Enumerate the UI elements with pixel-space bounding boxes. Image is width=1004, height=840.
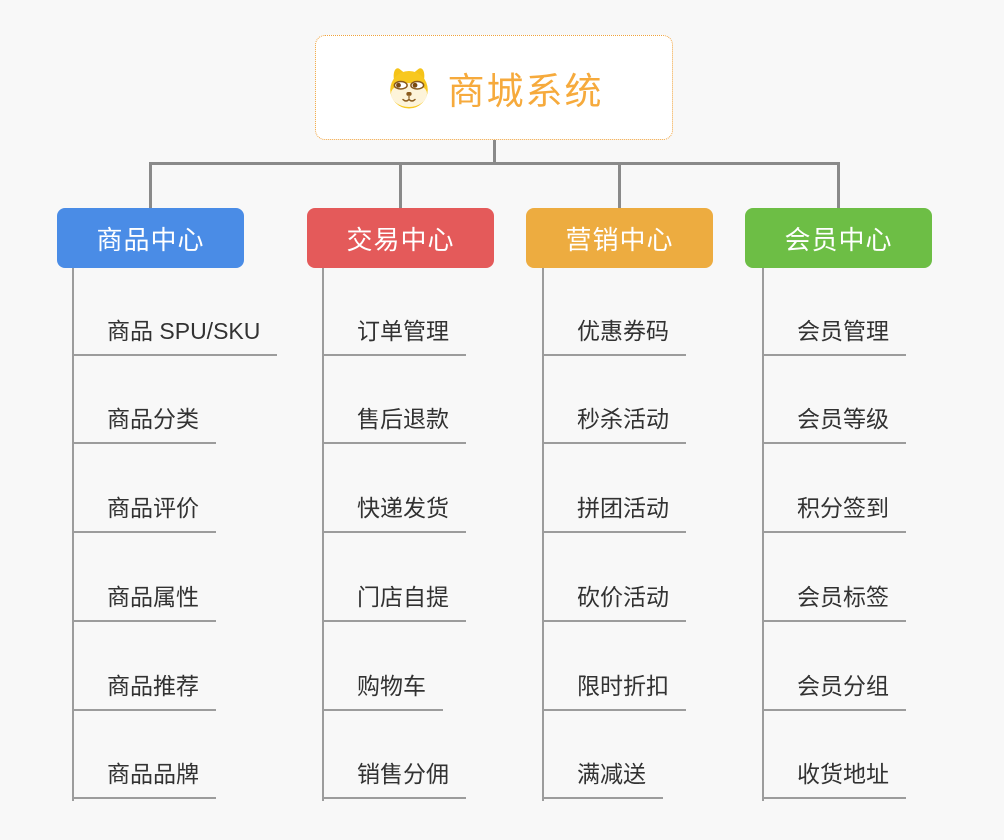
node-item[interactable]: 快递发货 [323, 491, 466, 533]
node-item[interactable]: 积分签到 [763, 491, 906, 533]
node-item[interactable]: 秒杀活动 [543, 402, 686, 444]
node-item[interactable]: 购物车 [323, 669, 443, 711]
branch-product-center[interactable]: 商品中心 [57, 208, 244, 268]
root-node[interactable]: 商城系统 [315, 35, 673, 140]
node-item[interactable]: 商品分类 [73, 402, 216, 444]
node-item[interactable]: 商品品牌 [73, 757, 216, 799]
node-item[interactable]: 会员标签 [763, 580, 906, 622]
connector-column-product [72, 268, 74, 801]
node-item[interactable]: 售后退款 [323, 402, 466, 444]
node-item[interactable]: 商品 SPU/SKU [73, 314, 278, 356]
node-item[interactable]: 会员分组 [763, 669, 906, 711]
connector-column-member [762, 268, 764, 801]
node-item[interactable]: 商品属性 [73, 580, 216, 622]
node-item[interactable]: 收货地址 [763, 757, 906, 799]
dog-face-icon [389, 68, 428, 109]
branch-marketing-center[interactable]: 营销中心 [526, 208, 713, 268]
node-item[interactable]: 销售分佣 [323, 757, 466, 799]
node-item[interactable]: 砍价活动 [543, 580, 686, 622]
connector-column-trade [322, 268, 324, 801]
node-item[interactable]: 拼团活动 [543, 491, 686, 533]
branch-member-center[interactable]: 会员中心 [745, 208, 932, 268]
node-item[interactable]: 限时折扣 [543, 669, 686, 711]
connector-bus [149, 162, 840, 165]
connector-drop-product [149, 162, 152, 208]
branch-label: 营销中心 [565, 224, 674, 255]
node-item[interactable]: 商品评价 [73, 491, 216, 533]
root-title: 商城系统 [447, 70, 604, 112]
branch-trade-center[interactable]: 交易中心 [307, 208, 494, 268]
node-item[interactable]: 满减送 [543, 757, 663, 799]
node-item[interactable]: 商品推荐 [73, 669, 216, 711]
branch-label: 商品中心 [96, 224, 205, 255]
connector-drop-trade [399, 162, 402, 208]
node-item[interactable]: 订单管理 [323, 314, 466, 356]
node-item[interactable]: 门店自提 [323, 580, 466, 622]
connector-root-stub [493, 139, 496, 165]
connector-drop-member [837, 162, 840, 208]
connector-drop-marketing [618, 162, 621, 208]
node-item[interactable]: 优惠券码 [543, 314, 686, 356]
branch-label: 会员中心 [784, 224, 893, 255]
connector-column-marketing [542, 268, 544, 801]
node-item[interactable]: 会员管理 [763, 314, 906, 356]
branch-label: 交易中心 [346, 224, 455, 255]
node-item[interactable]: 会员等级 [763, 402, 906, 444]
